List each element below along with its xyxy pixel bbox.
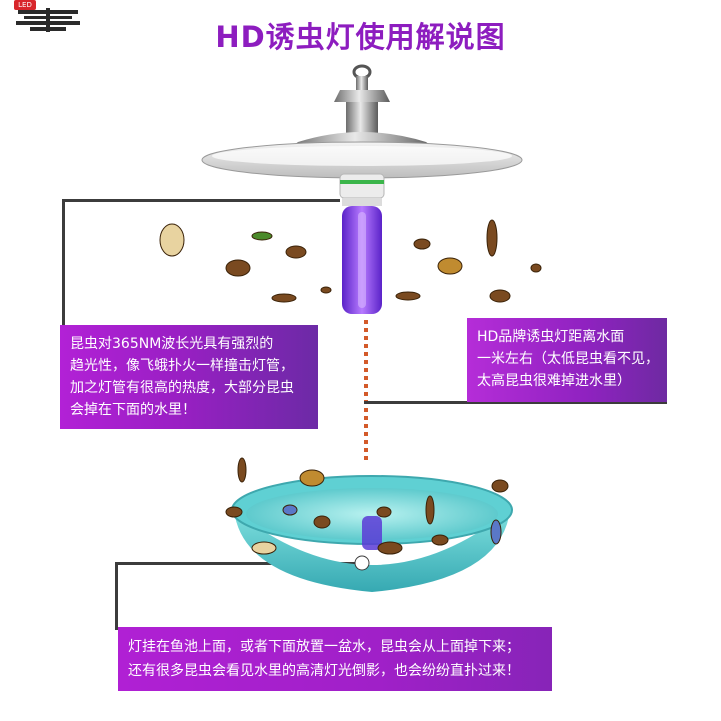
connector-line [364, 401, 666, 404]
distance-info-box: HD品牌诱虫灯距离水面 一米左右（太低昆虫看不见， 太高昆虫很难掉进水里） [467, 318, 667, 402]
insect-icon [159, 219, 542, 555]
attraction-line-3: 加之灯管有很高的热度，大部分昆虫 [70, 380, 294, 396]
placement-line-1: 灯挂在鱼池上面，或者下面放置一盆水，昆虫会从上面掉下来； [128, 639, 520, 655]
connector-line [115, 562, 363, 565]
distance-line-1: HD品牌诱虫灯距离水面 [477, 329, 625, 345]
distance-line-2: 一米左右（太低昆虫看不见， [477, 351, 659, 367]
placement-line-2: 还有很多昆虫会看见水里的高清灯光倒影，也会纷纷直扑过来！ [128, 663, 520, 679]
attraction-line-4: 会掉在下面的水里！ [70, 402, 196, 418]
drop-distance-line [364, 320, 368, 460]
uv-trap-lamp-icon [201, 64, 523, 314]
attraction-line-1: 昆虫对365NM波长光具有强烈的 [70, 336, 274, 352]
connector-line [62, 199, 340, 202]
brand-logo: LED [14, 0, 86, 32]
connector-line [62, 199, 65, 327]
attraction-line-2: 趋光性，像飞蛾扑火一样撞击灯管， [70, 358, 294, 374]
distance-line-3: 太高昆虫很难掉进水里） [477, 373, 631, 389]
page-title: HD诱虫灯使用解说图 [215, 20, 506, 54]
logo-led-badge: LED [14, 0, 36, 10]
logo-mark-icon [16, 8, 80, 32]
connector-line [115, 562, 118, 630]
water-basin-icon [231, 475, 513, 592]
attraction-info-box: 昆虫对365NM波长光具有强烈的 趋光性，像飞蛾扑火一样撞击灯管， 加之灯管有很… [60, 325, 318, 429]
placement-info-box: 灯挂在鱼池上面，或者下面放置一盆水，昆虫会从上面掉下来； 还有很多昆虫会看见水里… [118, 627, 552, 691]
